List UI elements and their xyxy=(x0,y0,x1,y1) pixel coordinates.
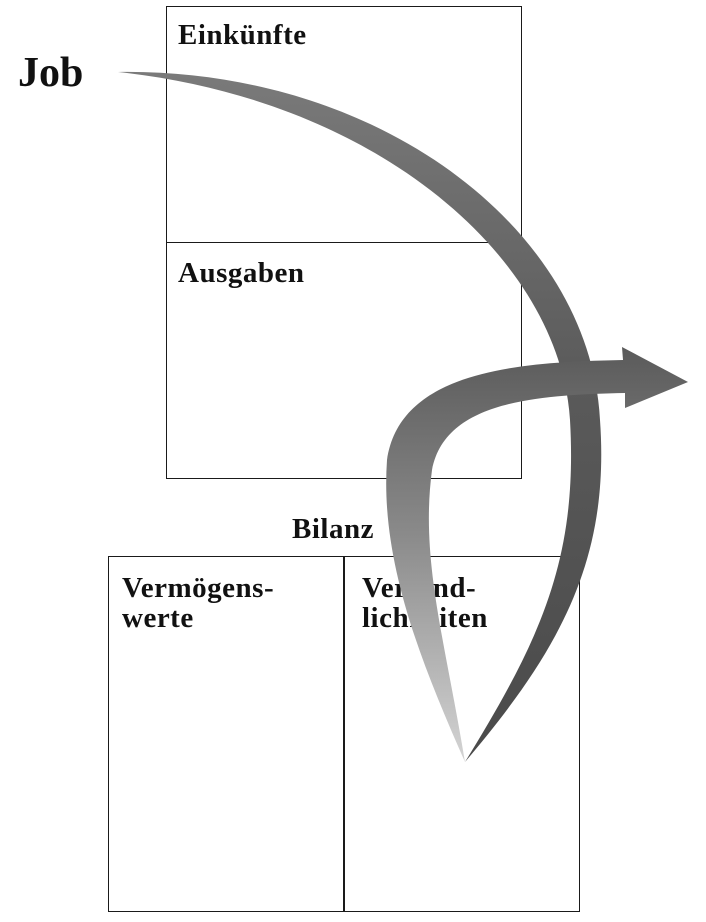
income-label: Einkünfte xyxy=(178,19,307,51)
expenses-label: Ausgaben xyxy=(178,257,305,289)
assets-label: Vermögens- werte xyxy=(122,572,275,634)
balance-sheet-title: Bilanz xyxy=(292,513,374,545)
job-label: Job xyxy=(18,50,84,96)
liabilities-label: Verbind- lichkeiten xyxy=(362,572,488,634)
